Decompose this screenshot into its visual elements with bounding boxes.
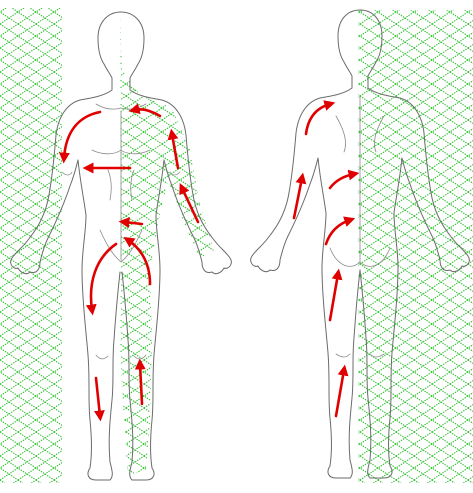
arrow-back-shoulder-up xyxy=(306,104,330,134)
arrow-back-calf-up xyxy=(336,370,344,416)
lattice-front-left-background xyxy=(0,8,62,483)
lattice-back-right-side xyxy=(358,10,473,483)
lattice-regions xyxy=(0,8,473,483)
arrow-back-arm-up xyxy=(294,178,302,218)
arrow-back-thigh-up xyxy=(330,274,338,320)
arrow-front-thigh-curve-down xyxy=(91,244,116,310)
arrow-front-shin-down xyxy=(96,378,100,416)
front-elbow-left xyxy=(62,172,72,175)
front-left-torso-leg xyxy=(78,160,120,480)
arrow-back-back-up xyxy=(330,174,354,188)
lattice-front-right-half-body xyxy=(120,10,214,475)
back-left-outline xyxy=(251,10,360,478)
arrows-back xyxy=(294,104,354,416)
arrow-back-lower-back-up xyxy=(326,220,350,244)
